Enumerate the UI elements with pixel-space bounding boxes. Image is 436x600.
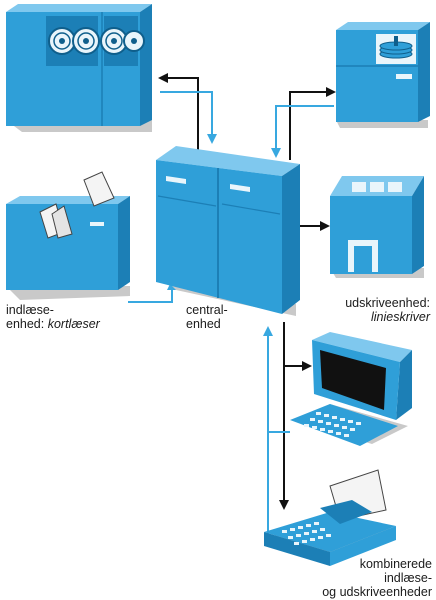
typewriter-paper-icon [282,469,387,545]
output-unit-label-line1: udskriveenhed: [345,296,430,310]
combined-units-label-line3: og udskriveenheder [322,585,432,599]
arrow-from-tape-station [160,91,217,144]
combined-units-label: kombinerede indlæse- og udskriveenheder [322,557,432,599]
input-unit-label: indlæse- enhed: kortlæser [6,303,100,331]
teleprinter [264,469,396,566]
card-reader [6,171,130,300]
output-unit-label-device: linieskriver [370,310,430,324]
central-unit-label: central- enhed [186,303,228,331]
arrow-from-disk-unit [271,105,334,158]
tape-station [6,4,152,132]
arrow-to-display-terminal [283,322,312,371]
disk-unit [336,22,430,128]
display-terminal [290,332,412,446]
central-unit-label-line2: enhed [186,317,221,331]
printer-icon [348,182,402,272]
central-unit [156,146,300,316]
magnetic-tape-reels-icon [48,27,145,55]
arrow-from-display-terminal [263,326,290,433]
central-unit-label-line1: central- [186,303,228,317]
input-unit-label-line1: indlæse- [6,303,54,317]
arrow-to-tape-station [158,73,199,160]
disk-stack-icon [379,36,413,59]
output-unit-label: udskriveenhed: linieskriver [345,296,430,324]
arrow-to-disk-unit [289,87,336,160]
monitor-keyboard-icon [290,350,398,446]
arrow-from-teleprinter [264,432,269,539]
arrow-from-card-reader [128,280,177,303]
line-printer [330,176,424,278]
cabinet-icon [166,176,250,192]
input-unit-label-device: kortlæser [47,317,100,331]
punched-cards-icon [39,171,115,239]
connection-lines [128,73,336,539]
combined-units-label-line1: kombinerede [359,557,432,571]
combined-units-label-line2: indlæse- [384,571,432,585]
input-unit-label-line2: enhed: [6,317,48,331]
